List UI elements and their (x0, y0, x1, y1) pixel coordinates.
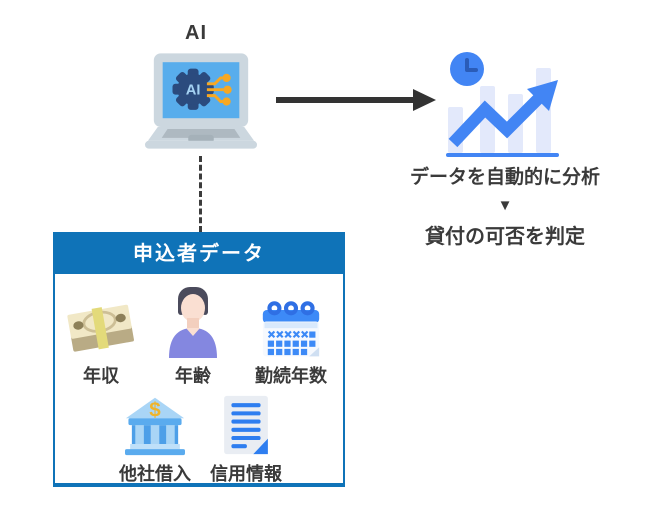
flow-arrow-right-icon (276, 89, 436, 116)
list-item-age: 年齢 (147, 286, 239, 388)
item-label: 信用情報 (210, 464, 282, 484)
item-label: 勤続年数 (255, 366, 327, 386)
down-triangle-icon: ▼ (497, 197, 513, 214)
analysis-step-text: データを自動的に分析 (409, 167, 600, 188)
item-label: 他社借入 (119, 464, 191, 484)
applicant-data-box: 申込者データ (53, 232, 345, 487)
svg-text:AI: AI (186, 83, 201, 99)
ai-title: AI (185, 22, 207, 44)
analysis-chart-icon (446, 50, 564, 165)
list-item-annual-income: 年収 (55, 286, 147, 388)
applicant-box-body: 年収 年齢 (55, 274, 343, 486)
applicant-items-row-2: $ 他社借入 (55, 392, 343, 486)
bank-icon: $ (124, 392, 186, 456)
credit-document-icon (222, 392, 270, 456)
applicant-items-row-1: 年収 年齢 (55, 286, 343, 388)
svg-text:$: $ (149, 399, 161, 422)
applicant-box-title: 申込者データ (55, 234, 343, 274)
dashed-connector-line (199, 156, 202, 232)
list-item-years-of-service: 勤続年数 (239, 286, 343, 388)
item-label: 年収 (83, 366, 119, 386)
list-item-credit-info: 信用情報 (202, 392, 290, 486)
calendar-icon (261, 286, 321, 358)
analysis-flow-text: データを自動的に分析 ▼ 貸付の可否を判定 (396, 162, 614, 249)
laptop-svg: AI (144, 53, 258, 149)
item-label: 年齢 (175, 366, 211, 386)
result-step-text: 貸付の可否を判定 (425, 226, 585, 248)
list-item-other-borrowing: $ 他社借入 (108, 392, 202, 486)
money-stack-icon (65, 286, 137, 358)
ai-laptop-icon: AI (144, 53, 258, 155)
person-icon (165, 286, 221, 358)
